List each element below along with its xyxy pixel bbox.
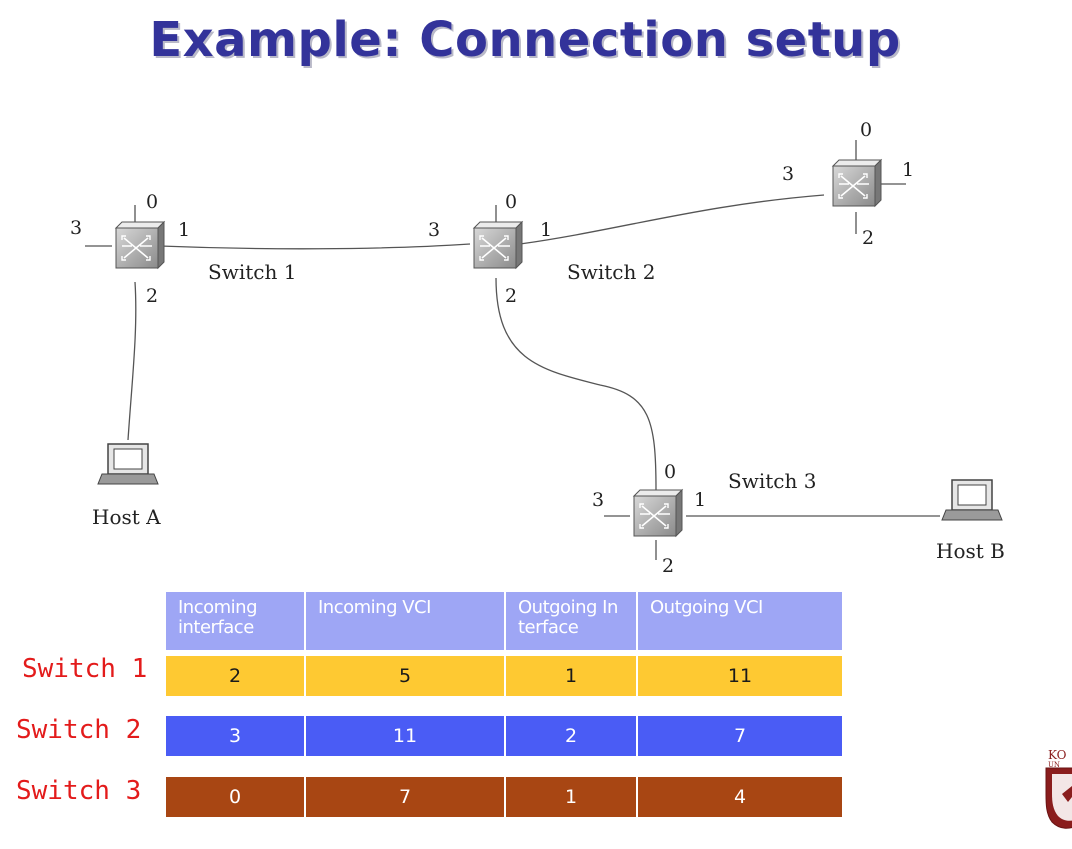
switch-1-icon <box>115 221 165 269</box>
table-cell: 0 <box>166 777 304 817</box>
table-cell: 2 <box>506 716 636 756</box>
row-label-switch-2: Switch 2 <box>16 715 142 745</box>
switchTR-port-3: 3 <box>782 163 794 185</box>
link-switch2-switchTR <box>519 194 825 245</box>
switch2-port-0: 0 <box>505 191 517 213</box>
table-header-1: Incoming VCI <box>306 592 504 650</box>
link-switch2-switch3 <box>495 277 657 491</box>
switch1-label: Switch 1 <box>208 260 296 284</box>
table-cell: 3 <box>166 716 304 756</box>
switch-top-right-icon <box>832 159 882 207</box>
link-switch1-switch2 <box>159 243 471 250</box>
slide-title: Example: Connection setup <box>149 12 901 68</box>
link-hostA-switch1 <box>127 281 137 441</box>
host-b-icon <box>941 479 1003 521</box>
table-cell: 4 <box>638 777 842 817</box>
switchTR-port-1: 1 <box>902 159 914 181</box>
switch2-label: Switch 2 <box>567 260 655 284</box>
switch2-port-2: 2 <box>505 285 517 307</box>
switch3-port-2: 2 <box>662 555 674 577</box>
switch2-port-1: 1 <box>540 219 552 241</box>
row-label-switch-3: Switch 3 <box>16 776 142 806</box>
table-header-3: Outgoing VCI <box>638 592 842 650</box>
switch-2-icon <box>473 221 523 269</box>
switch1-port-2: 2 <box>146 285 158 307</box>
switch1-port-3: 3 <box>70 217 82 239</box>
table-header-0: Incoming interface <box>166 592 304 650</box>
switch3-port-3: 3 <box>592 489 604 511</box>
switch2-port-3: 3 <box>428 219 440 241</box>
switch3-port-0: 0 <box>664 461 676 483</box>
university-logo: KO UN <box>1040 744 1072 844</box>
table-cell: 11 <box>638 656 842 696</box>
switch-3-icon <box>633 489 683 537</box>
table-cell: 1 <box>506 656 636 696</box>
switch3-port-1: 1 <box>694 489 706 511</box>
host-a-icon <box>97 443 159 485</box>
host-b-label: Host B <box>936 539 1005 563</box>
switch1-port-0: 0 <box>146 191 158 213</box>
logo-text: KO <box>1048 748 1067 762</box>
logo-subtext: UN <box>1048 761 1061 769</box>
switch3-label: Switch 3 <box>728 469 816 493</box>
table-cell: 7 <box>638 716 842 756</box>
table-header-2: Outgoing In terface <box>506 592 636 650</box>
table-cell: 7 <box>306 777 504 817</box>
table-cell: 2 <box>166 656 304 696</box>
row-label-switch-1: Switch 1 <box>22 654 148 684</box>
table-cell: 11 <box>306 716 504 756</box>
switchTR-port-2: 2 <box>862 227 874 249</box>
table-cell: 5 <box>306 656 504 696</box>
host-a-label: Host A <box>92 505 161 529</box>
switch1-port-1: 1 <box>178 219 190 241</box>
switchTR-port-0: 0 <box>860 119 872 141</box>
table-cell: 1 <box>506 777 636 817</box>
